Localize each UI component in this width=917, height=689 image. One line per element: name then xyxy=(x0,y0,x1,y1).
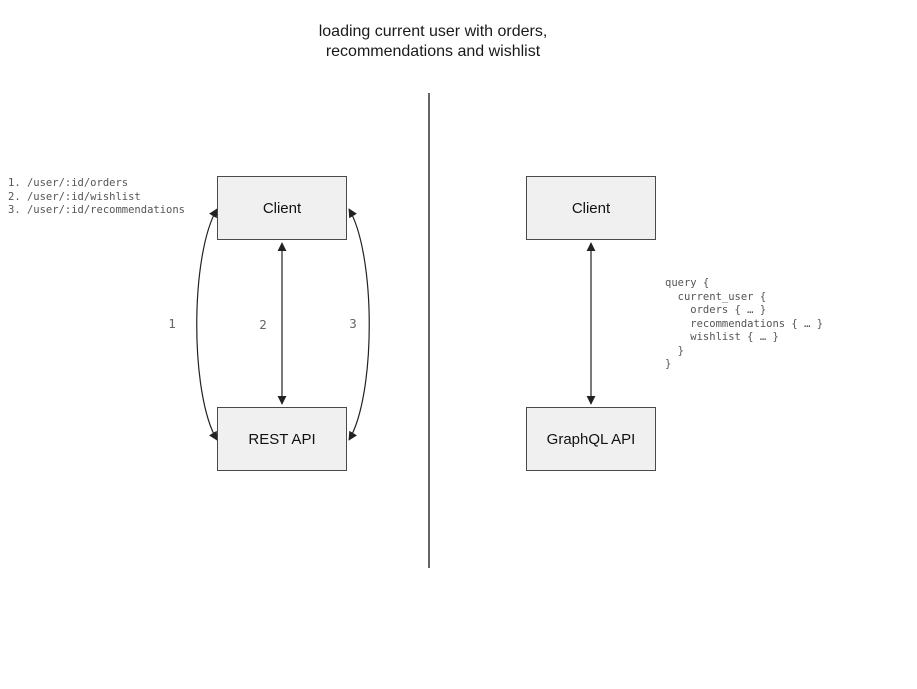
rest-arrow-label-1: 1 xyxy=(168,316,176,331)
rest-api-label: REST API xyxy=(248,430,316,448)
rest-client-node: Client xyxy=(217,176,347,240)
rest-arrow-1-curve xyxy=(196,208,218,441)
graphql-query-snippet: query { current_user { orders { … } reco… xyxy=(665,277,824,370)
diagram-title: loading current user with orders, recomm… xyxy=(318,23,548,60)
rest-api-node: REST API xyxy=(217,407,347,471)
graphql-api-label: GraphQL API xyxy=(546,430,636,448)
rest-client-label: Client xyxy=(262,199,302,217)
rest-arrow-label-2: 2 xyxy=(259,317,267,332)
graphql-client-node: Client xyxy=(526,176,656,240)
rest-endpoints-list: 1. /user/:id/orders 2. /user/:id/wishlis… xyxy=(8,177,186,216)
graphql-client-label: Client xyxy=(571,199,611,217)
graphql-api-node: GraphQL API xyxy=(526,407,656,471)
rest-arrow-label-3: 3 xyxy=(349,316,357,331)
